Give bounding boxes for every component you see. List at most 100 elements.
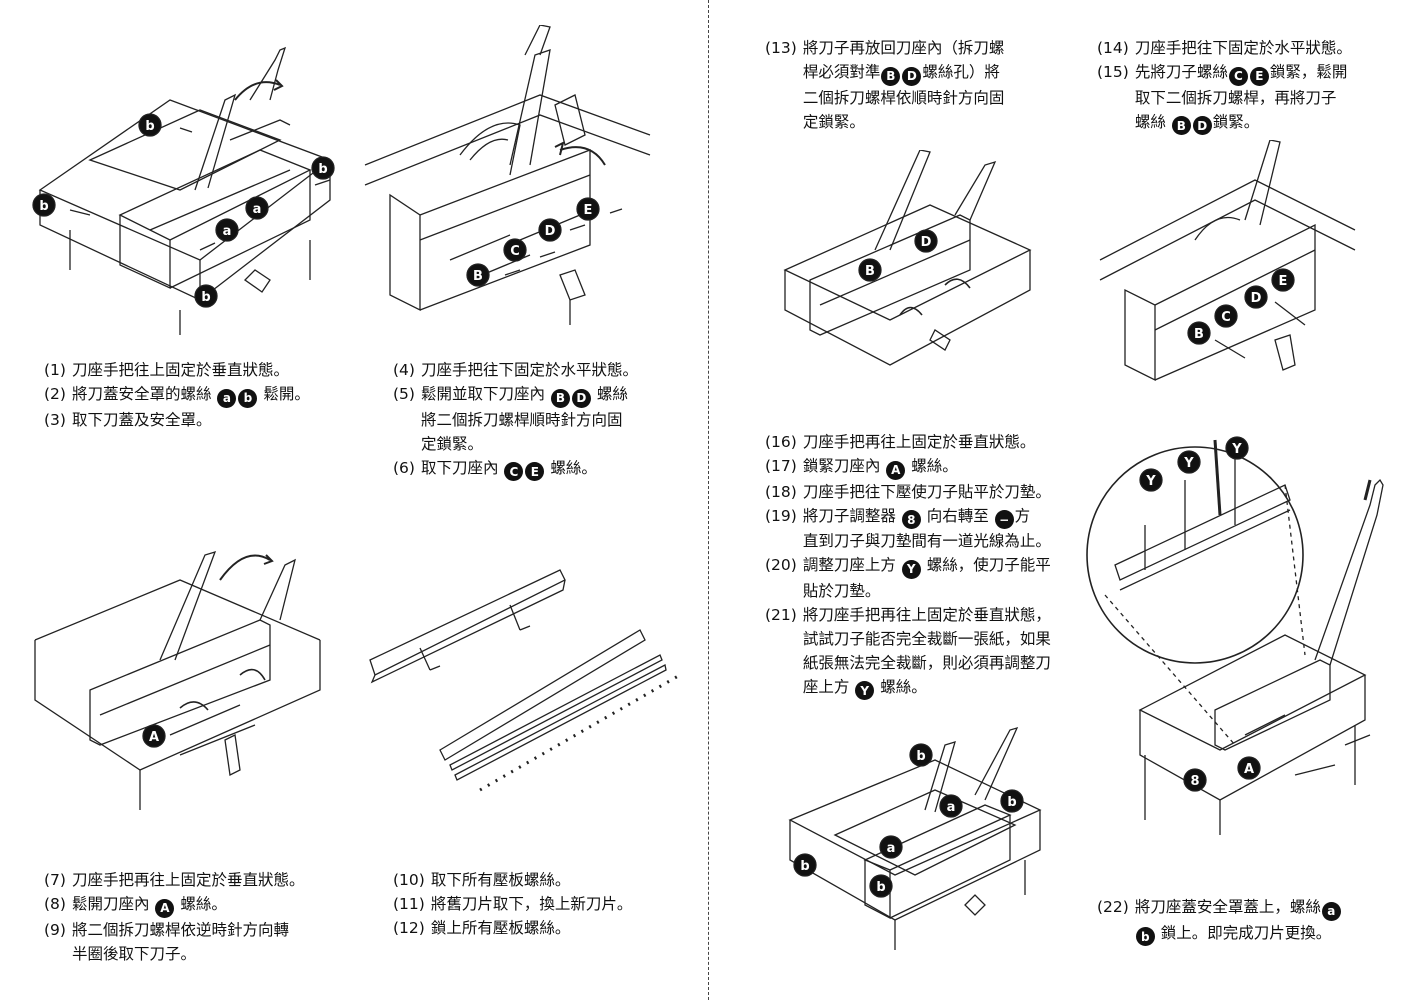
step-text-segment: 將刀座蓋安全罩蓋上，螺絲 [1134, 898, 1321, 916]
step-text: 刀座手把往下固定於水平狀態。 [1135, 36, 1352, 60]
step-item: (17)鎖緊刀座內 A 螺絲。 [765, 454, 1051, 480]
step-text-segment: 取下所有壓板螺絲。 [430, 871, 571, 889]
svg-text:C: C [510, 244, 520, 259]
step-text-segment: 螺絲。 [906, 457, 958, 475]
svg-text:b: b [201, 290, 210, 305]
svg-text:b: b [318, 162, 327, 177]
screw-marker-b-icon: b [1135, 927, 1155, 946]
screw-marker-E-icon: E [525, 462, 545, 481]
figure-reinsert-blade: B D [780, 150, 1040, 390]
step-text: 調整刀座上方 Y 螺絲，使刀子能平貼於刀墊。 [803, 553, 1051, 603]
screw-marker-b-icon: b [238, 388, 258, 408]
step-text: 刀座手把再往上固定於垂直狀態。 [72, 868, 305, 892]
step-text-segment: 取下刀座內 [420, 458, 504, 477]
step-text: 刀座手把往上固定於垂直狀態。 [72, 358, 289, 382]
step-line: 將刀座手把再往上固定於垂直狀態， [803, 603, 1051, 627]
step-item: (21)將刀座手把再往上固定於垂直狀態，試試刀子能否完全裁斷一張紙，如果紙張無法… [765, 603, 1051, 700]
step-text-segment: 取下二個拆刀螺桿，再將刀子 [1134, 88, 1337, 107]
step-text-segment: 螺絲 [591, 385, 628, 403]
step-number: (6) [393, 458, 415, 477]
steps-16-21: (16)刀座手把再往上固定於垂直狀態。(17)鎖緊刀座內 A 螺絲。(18)刀座… [765, 430, 1051, 700]
figure-replace-cover: b a b a b b [785, 720, 1055, 960]
svg-text:E: E [584, 203, 593, 218]
step-text: 將舊刀片取下，換上新刀片。 [431, 892, 633, 916]
step-item: (4)刀座手把往下固定於水平狀態。 [393, 358, 638, 382]
svg-text:b: b [916, 749, 925, 764]
step-number: (14) [1097, 39, 1129, 57]
step-text-segment: 鎖上。即完成刀片更換。 [1155, 923, 1332, 942]
step-text: 鎖緊刀座內 A 螺絲。 [803, 454, 958, 480]
step-line: 調整刀座上方 Y 螺絲，使刀子能平 [803, 553, 1051, 579]
step-number: (22) [1097, 898, 1129, 916]
step-number: (19) [765, 506, 797, 525]
step-item: (20)調整刀座上方 Y 螺絲，使刀子能平貼於刀墊。 [765, 553, 1051, 603]
svg-text:Y: Y [1183, 456, 1194, 471]
step-line: 將刀子再放回刀座內（拆刀螺 [803, 36, 1005, 60]
step-text-segment: 調整刀座上方 [802, 556, 901, 574]
step-text-segment: 將刀座手把再往上固定於垂直狀態， [802, 605, 1051, 624]
step-line: 將刀子調整器 8 向右轉至 −方 [802, 504, 1051, 529]
step-text-segment: 將刀子調整器 [802, 506, 901, 525]
step-text-segment: 刀座手把往下壓使刀子貼平於刀墊。 [802, 482, 1051, 501]
step-text-segment: 先將刀子螺絲 [1134, 63, 1228, 81]
figure-blade-screws: B C D E [360, 25, 660, 335]
step-text: 刀座手把往下壓使刀子貼平於刀墊。 [803, 480, 1051, 504]
step-line: 鎖緊刀座內 A 螺絲。 [803, 454, 958, 480]
step-number: (15) [1097, 63, 1129, 81]
step-text-segment: 將刀蓋安全罩的螺絲 [71, 385, 217, 403]
step-line: 將二個拆刀螺桿順時針方向固 [421, 408, 628, 432]
step-item: (10) 取下所有壓板螺絲。 [393, 868, 632, 892]
step-text-segment: 螺絲。 [545, 458, 597, 477]
step-line: 定鎖緊。 [803, 110, 1005, 134]
step-text-segment: 螺絲。 [875, 677, 927, 696]
step-item: (11)將舊刀片取下，換上新刀片。 [393, 892, 632, 916]
step-text: 刀座手把往下固定於水平狀態。 [421, 358, 638, 382]
figure-blade-adjustment: Y Y Y 8 A [1085, 425, 1405, 850]
svg-text:b: b [1007, 795, 1016, 810]
svg-text:A: A [1244, 762, 1254, 777]
screw-marker-D-icon: D [902, 66, 922, 86]
step-line: 二個拆刀螺桿依順時針方向固 [803, 86, 1005, 110]
step-line: 鬆開刀座內 A 螺絲。 [72, 892, 227, 918]
step-item: (3)取下刀蓋及安全罩。 [44, 408, 310, 432]
step-line: 半圈後取下刀子。 [72, 942, 289, 966]
step-number: (5) [393, 385, 415, 403]
svg-text:Y: Y [1231, 442, 1242, 457]
svg-text:D: D [921, 235, 932, 250]
screw-marker-minus-icon: − [994, 510, 1014, 529]
figure-cover-removal: b b b b a a [30, 40, 350, 340]
step-text-segment: 半圈後取下刀子。 [71, 944, 196, 963]
step-text-segment: 刀座手把再往上固定於垂直狀態。 [802, 433, 1036, 451]
step-text-segment: 試試刀子能否完全裁斷一張紙，如果 [802, 629, 1051, 648]
step-text-segment: 定鎖緊。 [802, 112, 865, 131]
screw-marker-E-icon: E [1249, 66, 1269, 86]
screw-marker-D-icon: D [1192, 116, 1212, 135]
step-line: 刀座手把往上固定於垂直狀態。 [72, 358, 289, 382]
step-line: 刀座手把往下壓使刀子貼平於刀墊。 [803, 480, 1051, 504]
step-text: 刀座手把再往上固定於垂直狀態。 [803, 430, 1036, 454]
svg-text:C: C [1221, 310, 1231, 325]
step-number: (8) [44, 895, 66, 913]
svg-text:B: B [1194, 327, 1204, 342]
screw-marker-Y-icon: Y [855, 681, 875, 700]
step-text-segment: 螺絲。 [175, 895, 227, 913]
step-text-segment: 取下刀蓋及安全罩。 [71, 410, 212, 429]
step-number: (10) [393, 871, 425, 889]
step-text-segment: 鬆開刀座內 [71, 895, 155, 913]
screw-marker-C-icon: C [1228, 66, 1248, 86]
svg-text:a: a [253, 202, 262, 217]
